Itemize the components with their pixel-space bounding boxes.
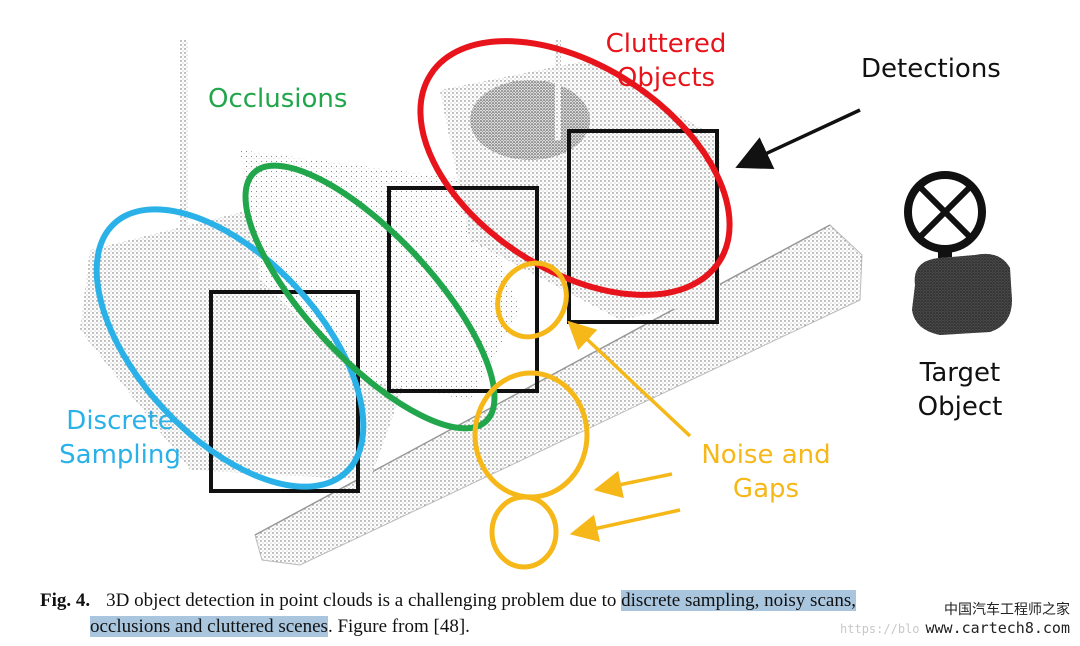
cluttered-objects-ellipse (417, 38, 733, 298)
target-line1: Target (919, 358, 1001, 388)
discrete-sampling-ellipse (93, 206, 367, 490)
detections-arrow (735, 108, 861, 170)
cluttered-line1: Cluttered (605, 29, 727, 59)
noise-line2: Gaps (732, 474, 800, 504)
noise-arrow (593, 470, 673, 499)
discrete-line1: Discrete (66, 406, 174, 436)
watermark-chinese: 中国汽车工程师之家 (944, 602, 1070, 618)
discrete-sampling-label: Discrete Sampling (40, 404, 200, 472)
occlusions-label: Occlusions (208, 84, 348, 114)
vertical-pole (180, 40, 188, 230)
caption-highlight-1: discrete sampling, noisy scans, (621, 590, 856, 611)
watermark: 中国汽车工程师之家 https://blo www.cartech8.com (840, 601, 1070, 638)
target-object-label: Target Object (890, 356, 1030, 424)
detections-label: Detections (861, 54, 1001, 84)
cluttered-line2: Objects (616, 63, 716, 93)
watermark-url-line: https://blo www.cartech8.com (840, 619, 1070, 638)
detection-box (567, 129, 719, 324)
middle-machinery (240, 150, 520, 400)
discrete-line2: Sampling (59, 440, 181, 470)
watermark-site: www.cartech8.com (925, 619, 1071, 637)
figure-caption: Fig. 4. 3D object detection in point clou… (40, 588, 1030, 640)
caption-line2: occlusions and cluttered scenes. Figure … (40, 614, 1030, 640)
noise-arrow (569, 508, 681, 542)
caption-text-part2: . Figure from [48]. (327, 616, 470, 637)
noise-arrow (567, 320, 692, 438)
vertical-pole (555, 40, 561, 140)
caption-highlight-2: occlusions and cluttered scenes (90, 616, 328, 637)
point-cloud-figure (80, 38, 1012, 570)
occlusions-ellipse (242, 162, 498, 432)
noise-gap-ellipse (495, 260, 569, 340)
caption-line1: Fig. 4. 3D object detection in point clou… (40, 588, 1030, 614)
caption-text-part1: 3D object detection in point clouds is a… (106, 590, 622, 611)
cluttered-objects-label: Cluttered Objects (586, 27, 746, 95)
noise-gap-ellipse (489, 494, 559, 570)
target-line2: Object (917, 392, 1003, 422)
noise-line1: Noise and (701, 440, 831, 470)
target-object-icon (904, 171, 1012, 335)
figure-number: Fig. 4. (40, 590, 91, 611)
detection-box (387, 186, 539, 393)
watermark-blog: https://blo (840, 622, 920, 636)
cluttered-cluster (470, 80, 590, 160)
noise-gaps-label: Noise and Gaps (686, 438, 846, 506)
